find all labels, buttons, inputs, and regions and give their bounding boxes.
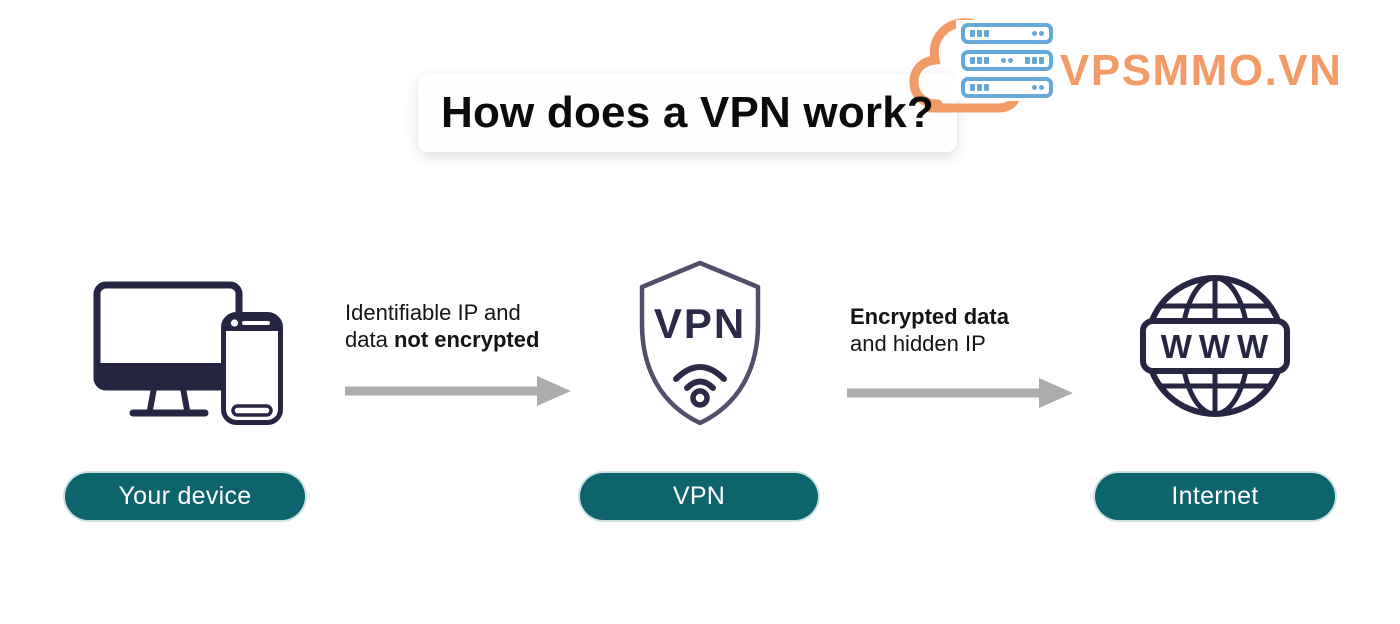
www-globe-icon: WWW — [1140, 275, 1290, 417]
globe-www-text: WWW — [1161, 328, 1275, 365]
arrow-label-unencrypted: Identifiable IP and data not encrypted — [345, 299, 539, 353]
label-line-bold: not encrypted — [393, 327, 540, 352]
server-row-icon — [961, 77, 1053, 98]
page-title: How does a VPN work? — [441, 88, 934, 137]
desktop-monitor-icon — [93, 281, 243, 417]
label-line: Identifiable IP and — [345, 300, 521, 325]
flow-arrow-right-icon — [345, 376, 571, 406]
server-row-icon — [961, 50, 1053, 71]
smartphone-icon — [221, 312, 283, 425]
label-line-bold: Encrypted data — [850, 304, 1009, 329]
vpn-label-pill: VPN — [580, 473, 818, 520]
device-label-pill: Your device — [65, 473, 305, 520]
vpn-shield-icon: VPN — [639, 260, 761, 426]
label-line: data — [345, 327, 394, 352]
title-card — [418, 74, 957, 152]
internet-label-pill: Internet — [1095, 473, 1335, 520]
server-stack-icon — [956, 20, 1058, 101]
wifi-icon — [673, 364, 727, 408]
server-row-icon — [961, 23, 1053, 44]
brand-wordmark: VPSMMO.VN — [1060, 46, 1343, 95]
shield-vpn-text: VPN — [654, 300, 746, 347]
arrow-label-encrypted: Encrypted data and hidden IP — [850, 303, 1009, 357]
flow-arrow-right-icon — [847, 378, 1073, 408]
label-line: and hidden IP — [850, 331, 986, 356]
